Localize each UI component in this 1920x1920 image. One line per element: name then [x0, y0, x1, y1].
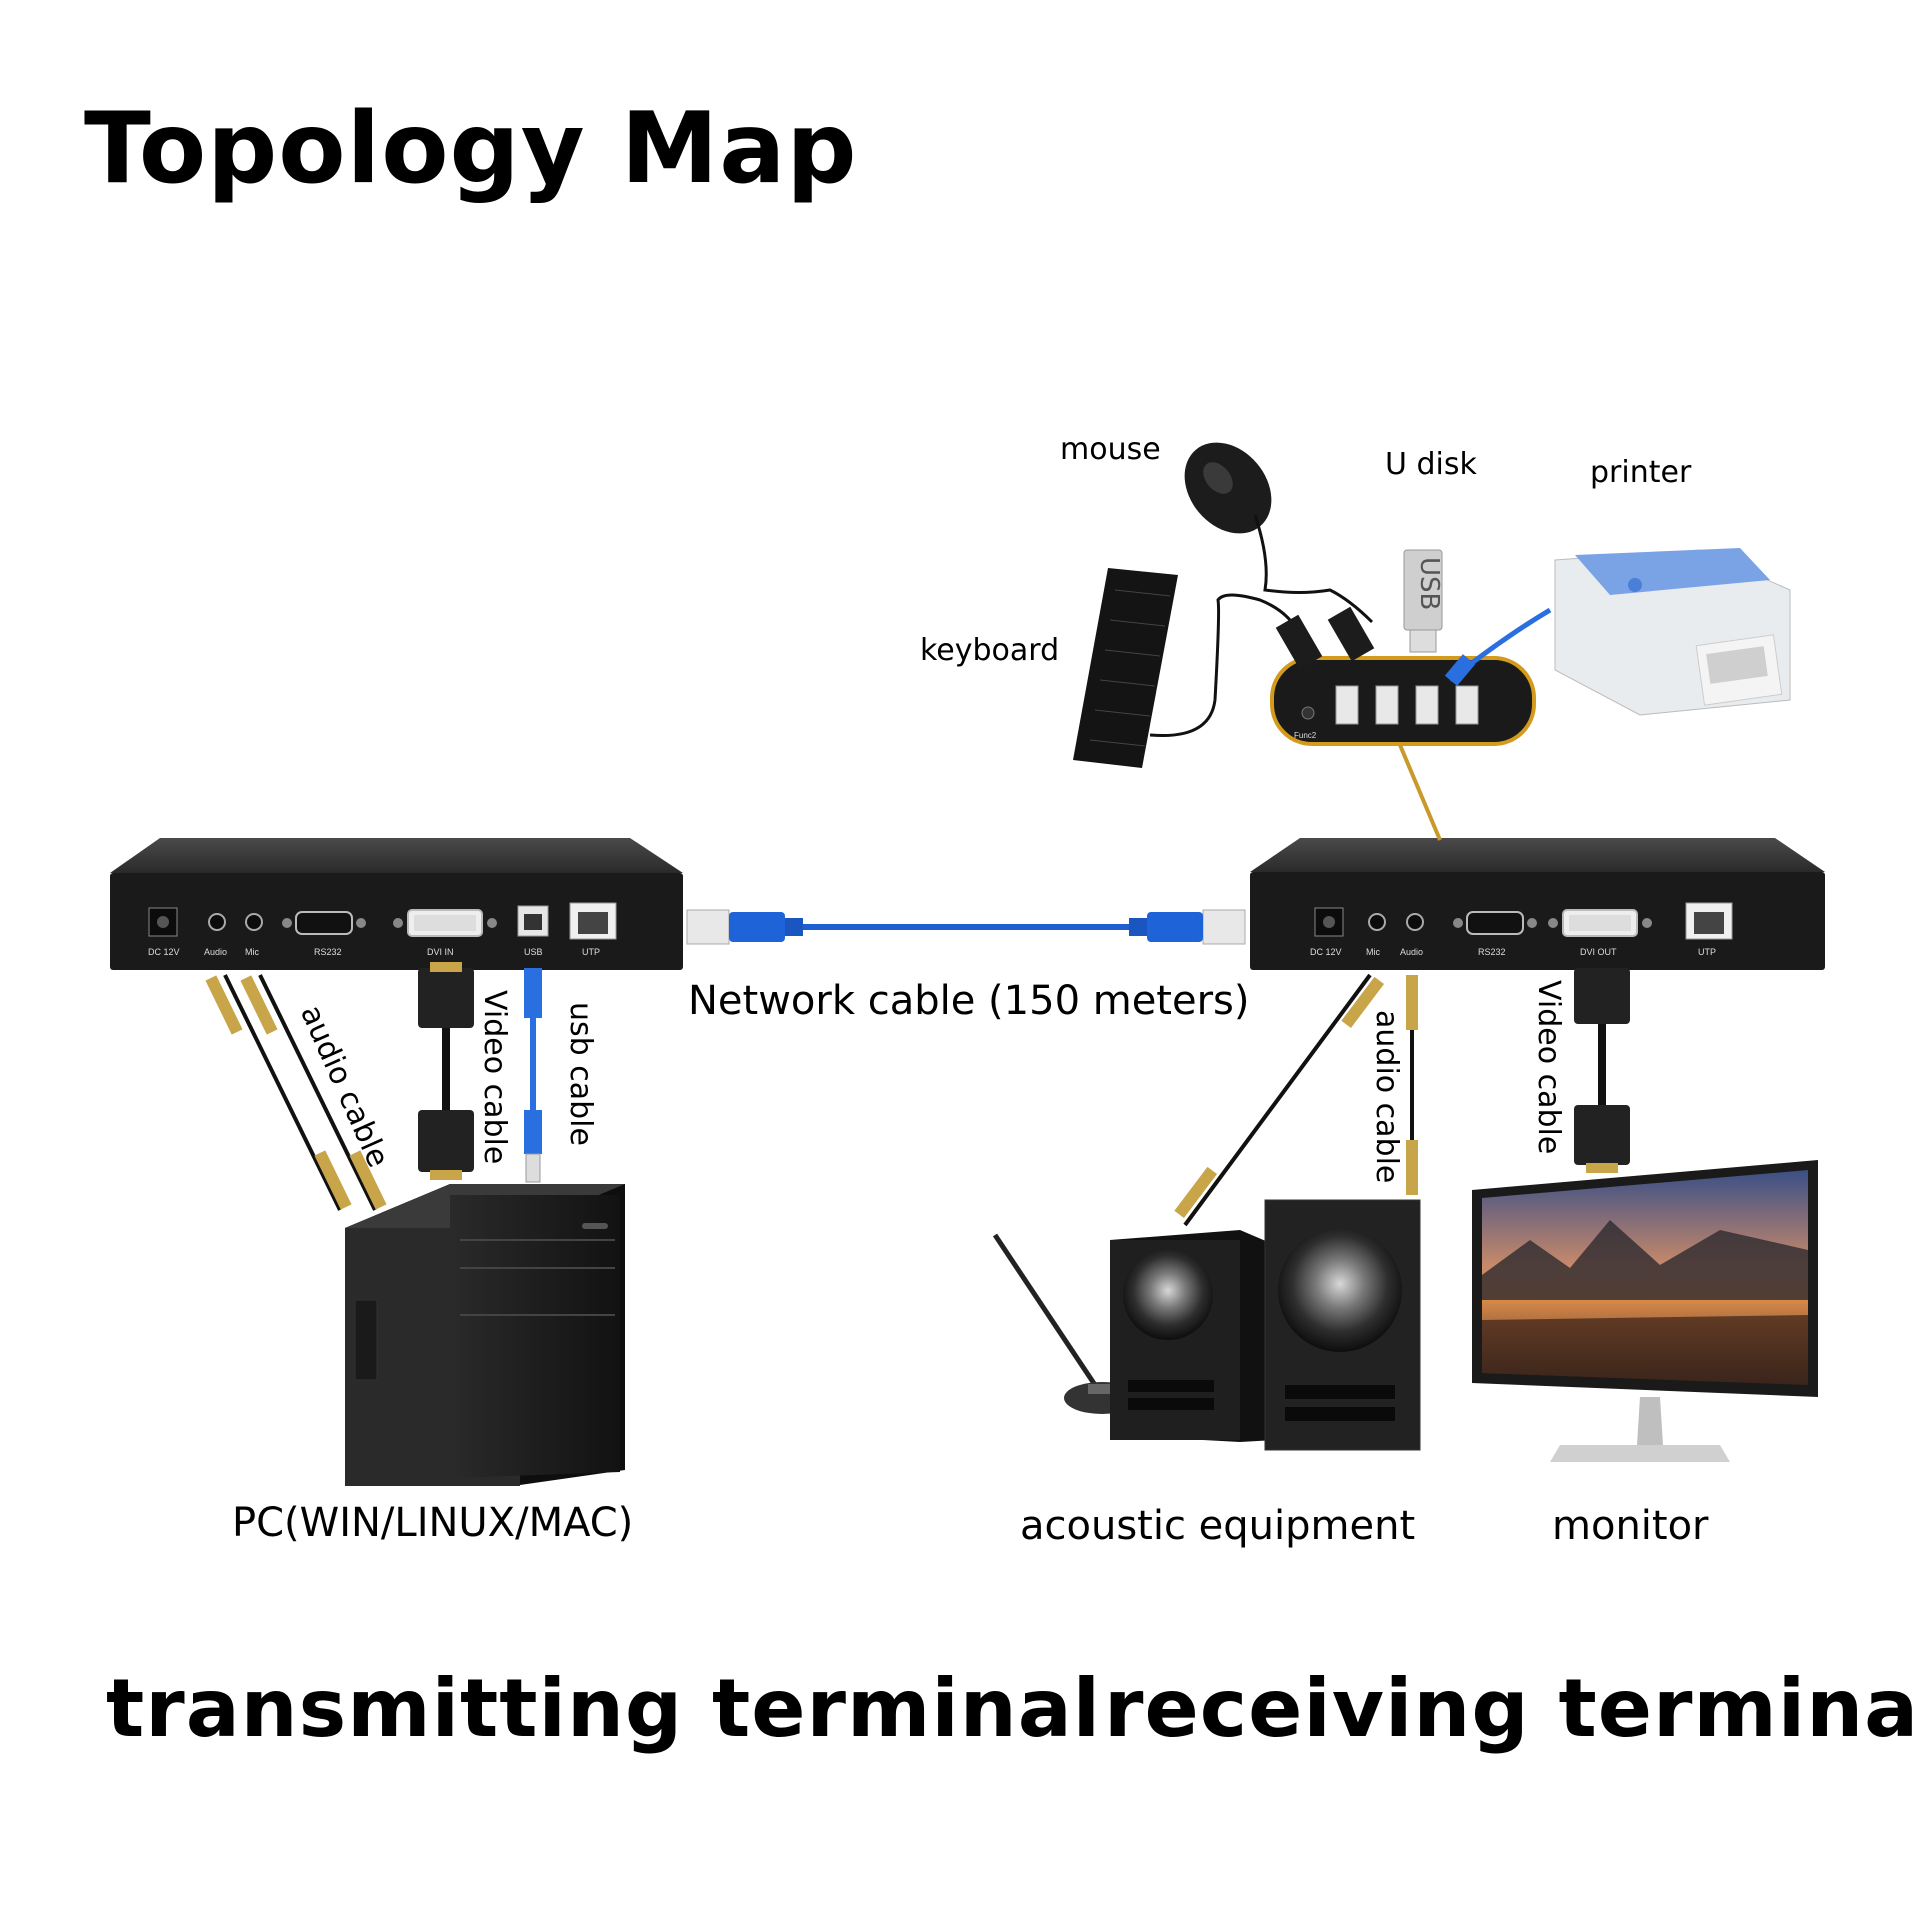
tx-usb-cable	[524, 968, 542, 1183]
svg-text:UTP: UTP	[582, 947, 600, 957]
printer-device	[1444, 548, 1791, 716]
svg-text:Audio: Audio	[204, 947, 227, 957]
svg-text:Mic: Mic	[245, 947, 259, 957]
speaker-large	[1264, 1199, 1421, 1451]
audio-jack	[208, 913, 226, 931]
receiving-terminal-label: receiving terminal	[1104, 1662, 1920, 1755]
mouse-label: mouse	[1060, 432, 1161, 467]
transmitting-terminal-label: transmitting terminal	[106, 1662, 1102, 1755]
printer-label: printer	[1590, 455, 1692, 490]
acoustic-label: acoustic equipment	[1020, 1503, 1416, 1549]
svg-text:DC 12V: DC 12V	[1310, 947, 1342, 957]
tx-video-cable-label: Video cable	[477, 990, 512, 1165]
svg-text:UTP: UTP	[1698, 947, 1716, 957]
svg-text:RS232: RS232	[1478, 947, 1506, 957]
usb-hub: Func2	[1270, 656, 1536, 746]
svg-text:Mic: Mic	[1366, 947, 1380, 957]
svg-text:RS232: RS232	[314, 947, 342, 957]
hub-cable	[1398, 744, 1442, 841]
page-title: Topology Map	[84, 92, 858, 206]
u-disk-label: U disk	[1385, 447, 1477, 482]
tx-audio-cables	[223, 974, 377, 1211]
tx-usb-cable-label: usb cable	[563, 1002, 598, 1146]
svg-text:DVI OUT: DVI OUT	[1580, 947, 1617, 957]
tx-video-cable	[418, 962, 474, 1180]
pc-label: PC(WIN/LINUX/MAC)	[232, 1500, 634, 1546]
network-cable	[686, 909, 1246, 945]
svg-text:DC 12V: DC 12V	[148, 947, 180, 957]
usb-stick-label: USB	[1414, 557, 1444, 611]
usb-b-port	[517, 905, 549, 937]
keyboard-device	[1073, 568, 1323, 768]
monitor-label: monitor	[1552, 1503, 1709, 1549]
pc-tower	[345, 1184, 625, 1486]
svg-text:DVI IN: DVI IN	[427, 947, 454, 957]
rx-video-cable-label: Video cable	[1531, 980, 1566, 1155]
network-cable-label: Network cable (150 meters)	[688, 978, 1250, 1024]
monitor-display	[1472, 1160, 1818, 1462]
rx-audio-cable-label: audio cable	[1369, 1010, 1404, 1184]
rs232-port	[295, 911, 353, 935]
svg-text:Func2: Func2	[1294, 731, 1317, 740]
mic-jack	[245, 913, 263, 931]
transmitter-unit: DC 12V Audio Mic RS232 DVI IN USB UTP	[110, 838, 683, 970]
svg-text:Audio: Audio	[1400, 947, 1423, 957]
u-disk	[1403, 549, 1443, 653]
receiver-unit: DC 12V Mic Audio RS232 DVI OUT UTP	[1250, 838, 1825, 970]
svg-text:USB: USB	[524, 947, 543, 957]
mouse-device	[1184, 442, 1375, 662]
keyboard-label: keyboard	[920, 633, 1060, 668]
speaker-small	[1110, 1230, 1275, 1442]
rx-video-cable	[1574, 968, 1630, 1173]
